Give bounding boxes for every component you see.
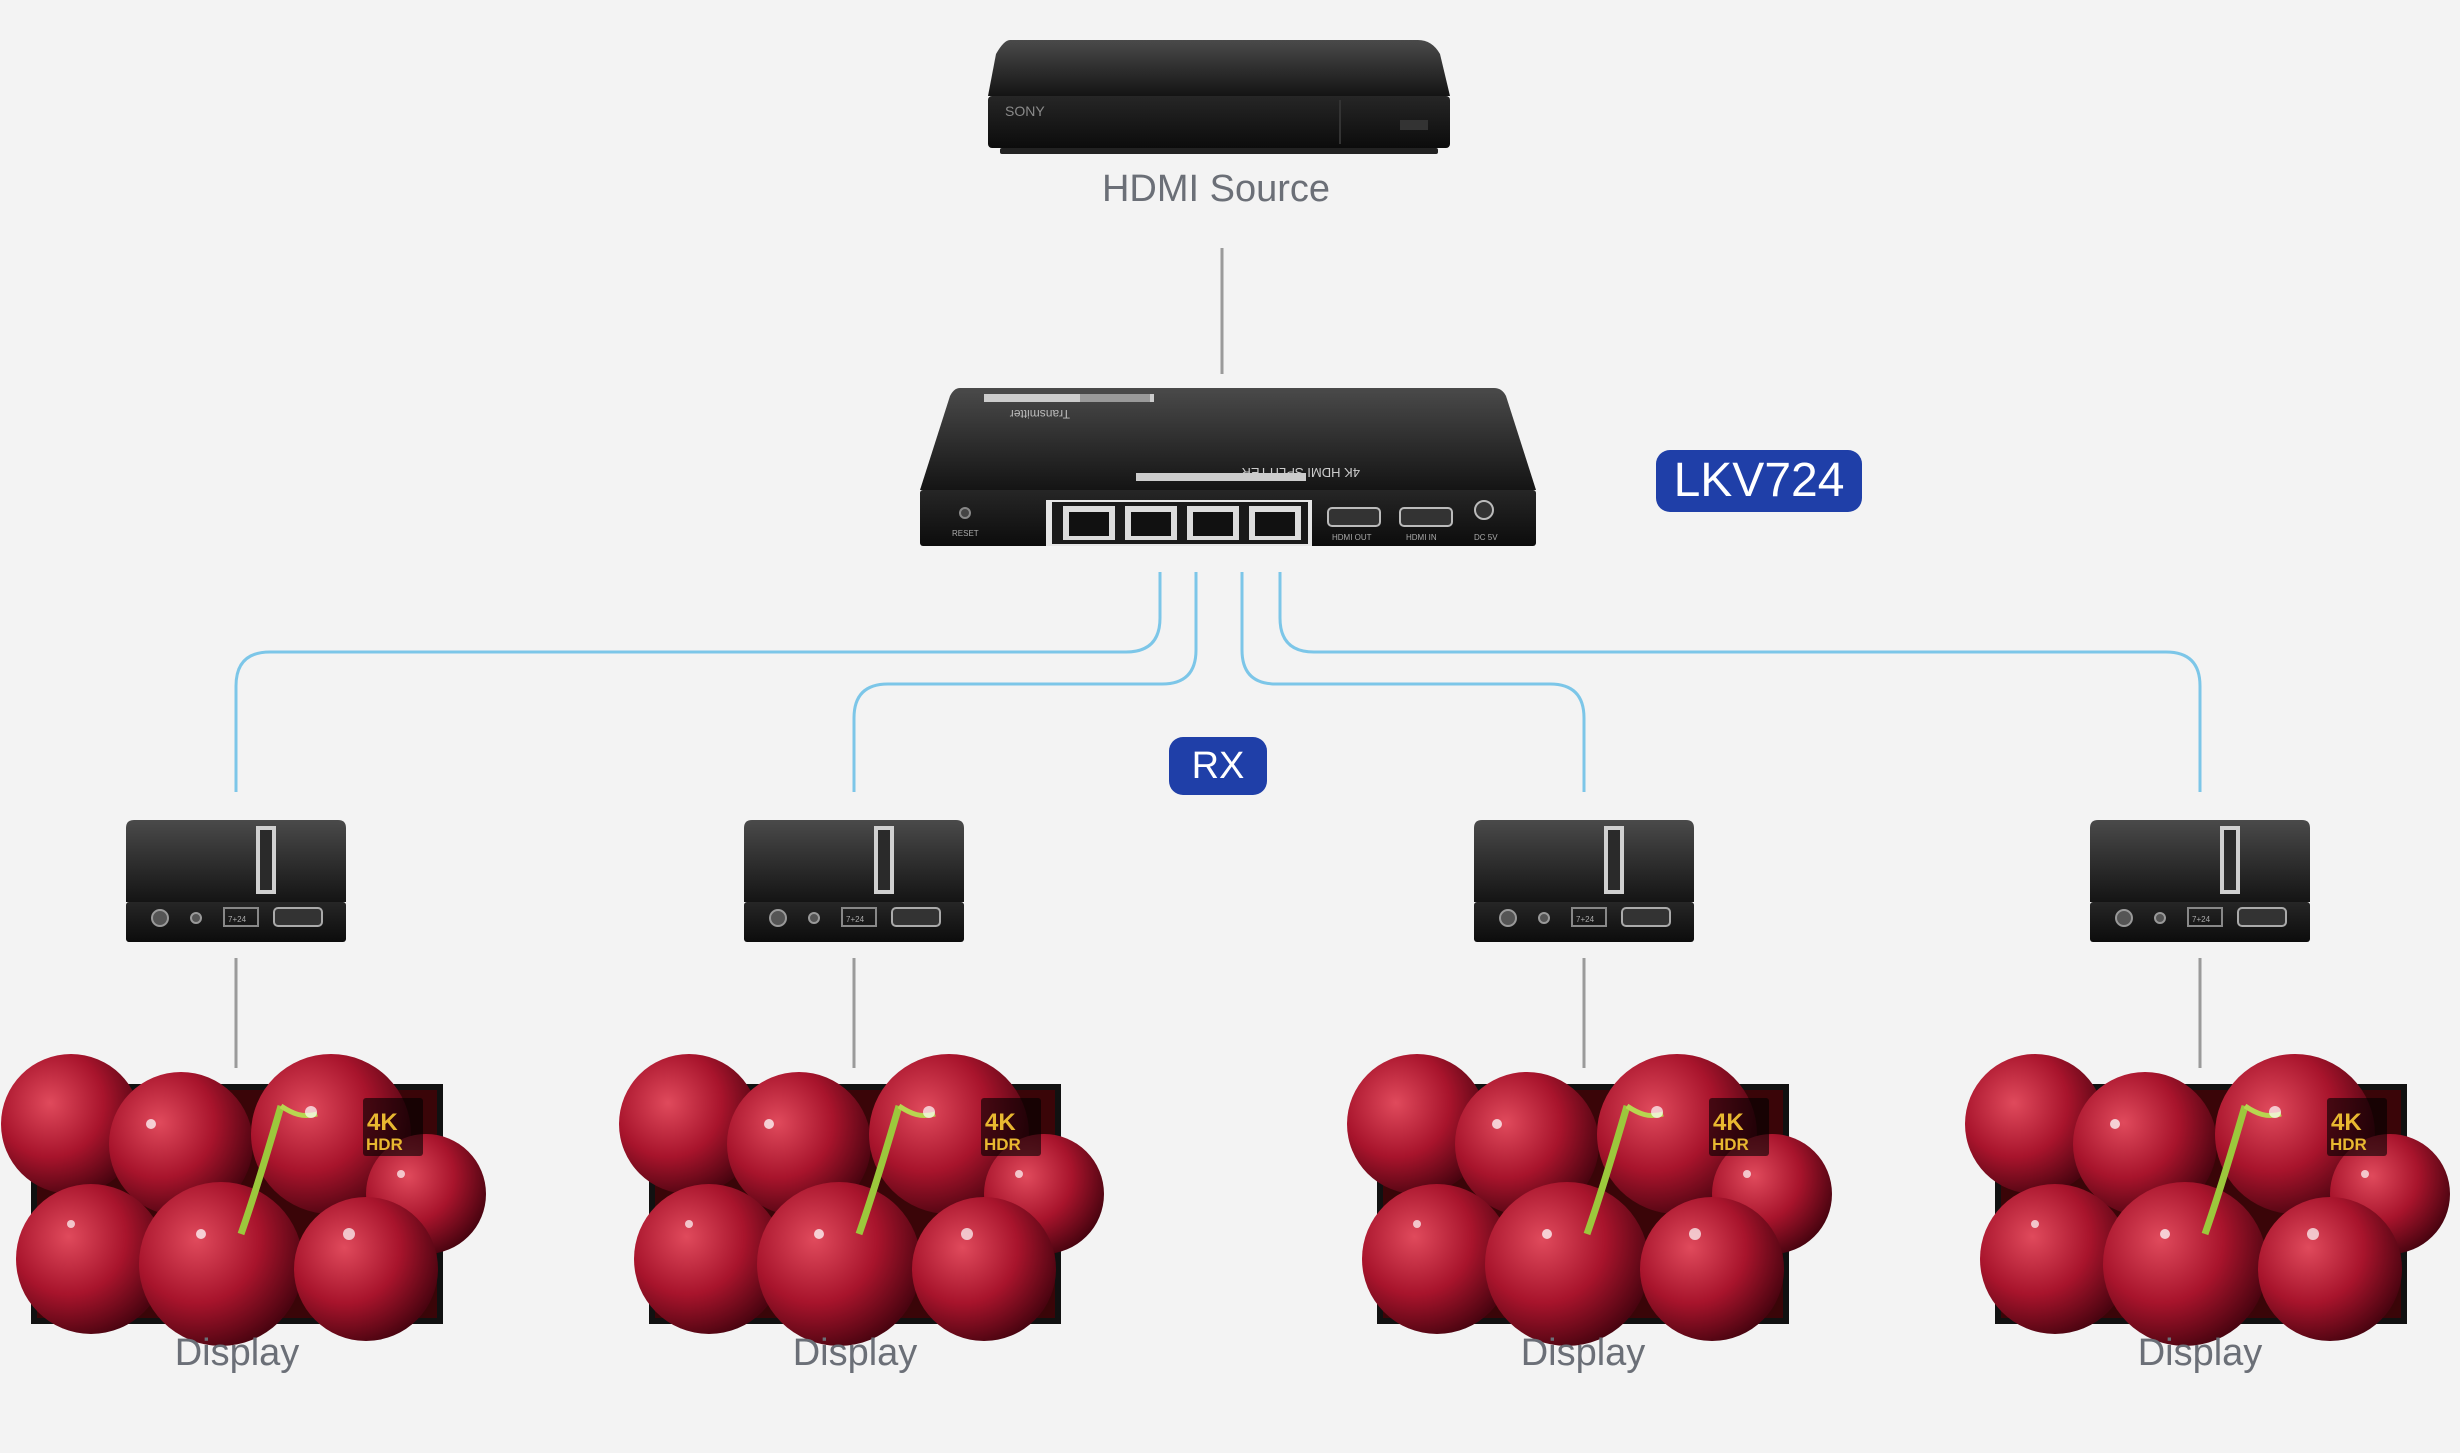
- display-3-badge-top: 4K: [1713, 1109, 1744, 1136]
- splitter-top-text: Transmitter: [1010, 407, 1070, 421]
- cable-rx-3: [1240, 572, 1586, 792]
- display-screen: 4K HDR: [1347, 1054, 1832, 1346]
- cable-rx-4: [1278, 572, 2202, 792]
- cable-rx-2: [852, 572, 1198, 792]
- hdmi-source-device: SONY: [988, 40, 1450, 154]
- dc-label: DC 5V: [1474, 533, 1498, 542]
- rx-badge: RX: [1169, 737, 1267, 795]
- hdmi-out-label: HDMI OUT: [1332, 533, 1372, 542]
- display-label: Display: [1520, 1332, 1646, 1374]
- model-badge: LKV724: [1656, 450, 1862, 512]
- cable-lines: [234, 248, 2202, 1068]
- hdmi-in-label: HDMI IN: [1406, 533, 1437, 542]
- display-2-badge-bottom: HDR: [984, 1135, 1021, 1154]
- hdmi-source-label: HDMI Source: [1101, 168, 1331, 210]
- display-screen: 4K HDR: [1, 1054, 486, 1346]
- display-label: Display: [792, 1332, 918, 1374]
- display-3-badge-bottom: HDR: [1712, 1135, 1749, 1154]
- display-1-badge-top: 4K: [367, 1109, 398, 1136]
- display-2-badge-top: 4K: [985, 1109, 1016, 1136]
- splitter-device: Transmitter 4K HDMI SPLITTER RESET HDMI …: [920, 388, 1536, 546]
- rx3-mode-label: 7+24: [1576, 915, 1595, 924]
- cable-rx-1: [234, 572, 1162, 792]
- display-screen: 4K HDR: [619, 1054, 1104, 1346]
- source-brand: SONY: [1005, 103, 1045, 119]
- rx2-mode-label: 7+24: [846, 915, 865, 924]
- display-4-badge-top: 4K: [2331, 1109, 2362, 1136]
- receiver-port-labels: 7+24 7+24 7+24 7+24: [228, 915, 2211, 924]
- display-screen: 4K HDR: [1965, 1054, 2450, 1346]
- splitter-front-text: 4K HDMI SPLITTER: [1242, 465, 1360, 480]
- display-1-badge-bottom: HDR: [366, 1135, 403, 1154]
- display-label: Display: [174, 1332, 300, 1374]
- display-label: Display: [2137, 1332, 2263, 1374]
- display-4-badge-bottom: HDR: [2330, 1135, 2367, 1154]
- rx4-mode-label: 7+24: [2192, 915, 2211, 924]
- rx1-mode-label: 7+24: [228, 915, 247, 924]
- reset-label: RESET: [952, 529, 979, 538]
